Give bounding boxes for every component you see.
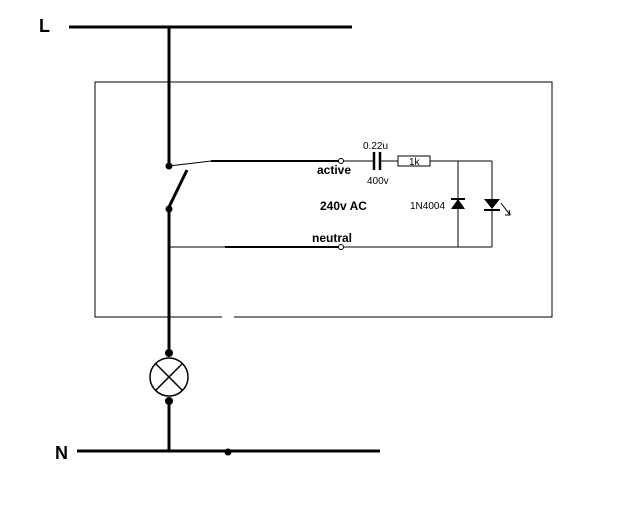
light-emission-arrow-icon [500,202,511,216]
line-rail: L [39,16,352,36]
neutral-rail: N [55,443,380,463]
resistor-value-label: 1k [409,157,421,168]
neutral-rail-label: N [55,443,68,463]
capacitor-rating-label: 400v [367,176,389,187]
voltage-label: 240v AC [320,199,367,213]
capacitor-value-label: 0.22u [363,141,388,152]
neutral-label: neutral [312,231,352,245]
neutral-wire: neutral [169,231,492,250]
lamp [149,349,189,405]
active-wire: active [211,158,373,177]
led [484,161,511,247]
resistor: 1k [397,155,492,168]
active-label: active [317,163,351,177]
diode-1n4004: 1N4004 [410,161,465,247]
enclosure-box [94,81,553,318]
switch [165,160,212,213]
line-label: L [39,16,50,36]
capacitor: 0.22u 400v [363,141,398,187]
diode-part-label: 1N4004 [410,201,445,212]
